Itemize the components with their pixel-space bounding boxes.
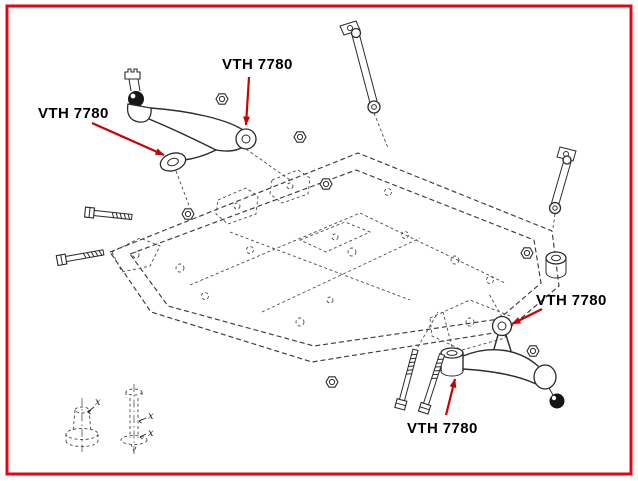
- stabilizer-link-top: [339, 20, 381, 114]
- hex-nut: [520, 247, 534, 259]
- ball-joint: [549, 393, 565, 409]
- part-label-top: VTH 7780: [222, 56, 293, 73]
- part-label-left: VTH 7780: [38, 105, 109, 122]
- dim-label: x: [148, 428, 154, 439]
- lower-control-arm-left: [124, 68, 257, 172]
- rear-bushing-eye: [235, 128, 257, 150]
- detail-inset: x x x: [65, 384, 154, 456]
- hex-nut: [325, 376, 339, 388]
- callout-arrow-right: [511, 308, 543, 325]
- rear-bushing-eye: [491, 315, 513, 337]
- hex-nut: [319, 178, 333, 190]
- hex-nut: [293, 131, 307, 143]
- assembly-leader-lines: [175, 112, 556, 353]
- callouts: VTH 7780 VTH 7780 VTH 7780 VTH 7780: [38, 56, 607, 437]
- callout-arrow-left: [91, 121, 165, 157]
- dim-label: x: [95, 397, 101, 408]
- part-label-bottom: VTH 7780: [407, 420, 478, 437]
- castle-nut: [124, 68, 141, 80]
- dim-label: x: [148, 411, 154, 422]
- detail-bolt: [120, 384, 148, 456]
- callout-arrow-bottom: [444, 378, 457, 416]
- subframe-wireframe: [109, 152, 560, 363]
- part-label-right: VTH 7780: [536, 292, 607, 309]
- diagram-border: [5, 4, 633, 476]
- hex-nut: [215, 93, 229, 105]
- front-bushing: [159, 152, 187, 172]
- lower-control-arm-right: [440, 315, 565, 409]
- frame-bushing-right: [545, 251, 567, 279]
- callout-arrow-top: [243, 76, 251, 126]
- hex-nut: [526, 345, 540, 357]
- stabilizer-link-right: [548, 146, 577, 215]
- hex-nut: [181, 208, 195, 220]
- detail-mount: [65, 398, 99, 452]
